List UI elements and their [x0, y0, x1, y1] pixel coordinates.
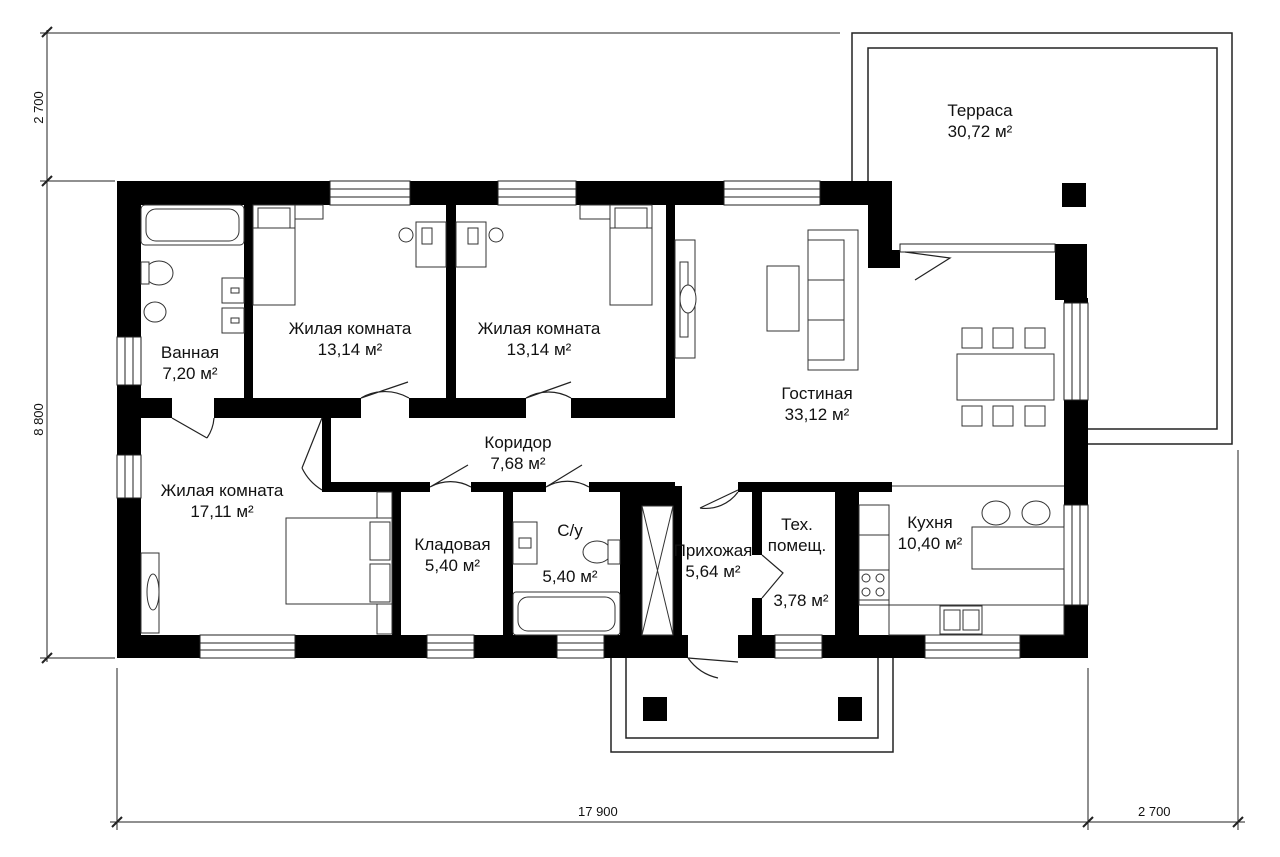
doors	[171, 251, 952, 679]
room-label-lounge: Гостиная 33,12 м²	[767, 383, 867, 425]
room-label-bathroom: Ванная 7,20 м²	[145, 342, 235, 384]
windows	[116, 180, 1089, 659]
room-label-corridor: Коридор 7,68 м²	[468, 432, 568, 474]
room-name: Терраса	[947, 101, 1013, 120]
room-label-living-room-2: Жилая комната 13,14 м²	[469, 318, 609, 360]
room-area: 30,72 м²	[947, 122, 1013, 141]
room-label-tech: Тех. помещ.	[760, 514, 834, 556]
porch-outline	[610, 658, 894, 753]
room-label-living-room-1: Жилая комната 13,14 м²	[280, 318, 420, 360]
room-name: Кладовая	[414, 535, 491, 554]
interior-walls	[138, 200, 892, 640]
bedroom-1-furniture	[252, 204, 447, 306]
dimension-top-left: 2 700	[30, 91, 46, 124]
room-name: С/у	[557, 521, 583, 540]
room-name: Кухня	[907, 513, 953, 532]
room-label-tech-area: 3,78 м²	[764, 590, 838, 611]
lounge-furniture	[674, 229, 1055, 427]
room-label-living-room-3: Жилая комната 17,11 м²	[152, 480, 292, 522]
room-name: Тех.	[781, 515, 813, 534]
bedroom-2-furniture	[455, 204, 653, 306]
room-area: 5,64 м²	[685, 562, 741, 581]
dimension-bottom-main: 17 900	[578, 804, 618, 819]
bedroom-3-furniture	[140, 491, 393, 635]
room-label-kitchen: Кухня 10,40 м²	[885, 512, 975, 554]
room-area: 10,40 м²	[897, 534, 963, 553]
hall-closet	[641, 505, 674, 636]
dimension-left: 8 800	[30, 403, 46, 436]
bathroom-fixtures	[140, 204, 245, 334]
room-label-hall: Прихожая 5,64 м²	[668, 540, 758, 582]
room-name: Жилая комната	[160, 481, 284, 500]
terrace-column	[1062, 183, 1086, 207]
room-label-terrace: Терраса 30,72 м²	[930, 100, 1030, 142]
room-area: 13,14 м²	[317, 340, 383, 359]
porch-column-left	[643, 697, 667, 721]
room-name: Жилая комната	[288, 319, 412, 338]
room-area: 33,12 м²	[784, 405, 850, 424]
tech-equipment	[838, 540, 852, 582]
room-name: Жилая комната	[477, 319, 601, 338]
room-area: 7,68 м²	[490, 454, 546, 473]
room-label-wc-area: 5,40 м²	[530, 566, 610, 587]
room-name: Коридор	[484, 433, 552, 452]
room-area: 5,40 м²	[424, 556, 481, 575]
dimension-bottom-right: 2 700	[1138, 804, 1171, 819]
room-area: 7,20 м²	[162, 364, 218, 383]
room-area: 13,14 м²	[506, 340, 572, 359]
terrace-outline	[851, 32, 1233, 445]
room-area: 5,40 м²	[542, 567, 598, 586]
room-label-storage: Кладовая 5,40 м²	[405, 534, 500, 576]
room-name: Прихожая	[673, 541, 753, 560]
wc-fixtures	[512, 521, 621, 636]
room-name: Гостиная	[781, 384, 853, 403]
room-label-wc: С/у	[530, 520, 610, 541]
room-name-line2: помещ.	[767, 536, 827, 555]
room-area: 3,78 м²	[773, 591, 829, 610]
dimension-lines	[40, 26, 1245, 830]
room-area: 17,11 м²	[190, 502, 254, 521]
porch-column-right	[838, 697, 862, 721]
kitchen-furniture	[858, 485, 1065, 636]
room-name: Ванная	[160, 343, 220, 362]
